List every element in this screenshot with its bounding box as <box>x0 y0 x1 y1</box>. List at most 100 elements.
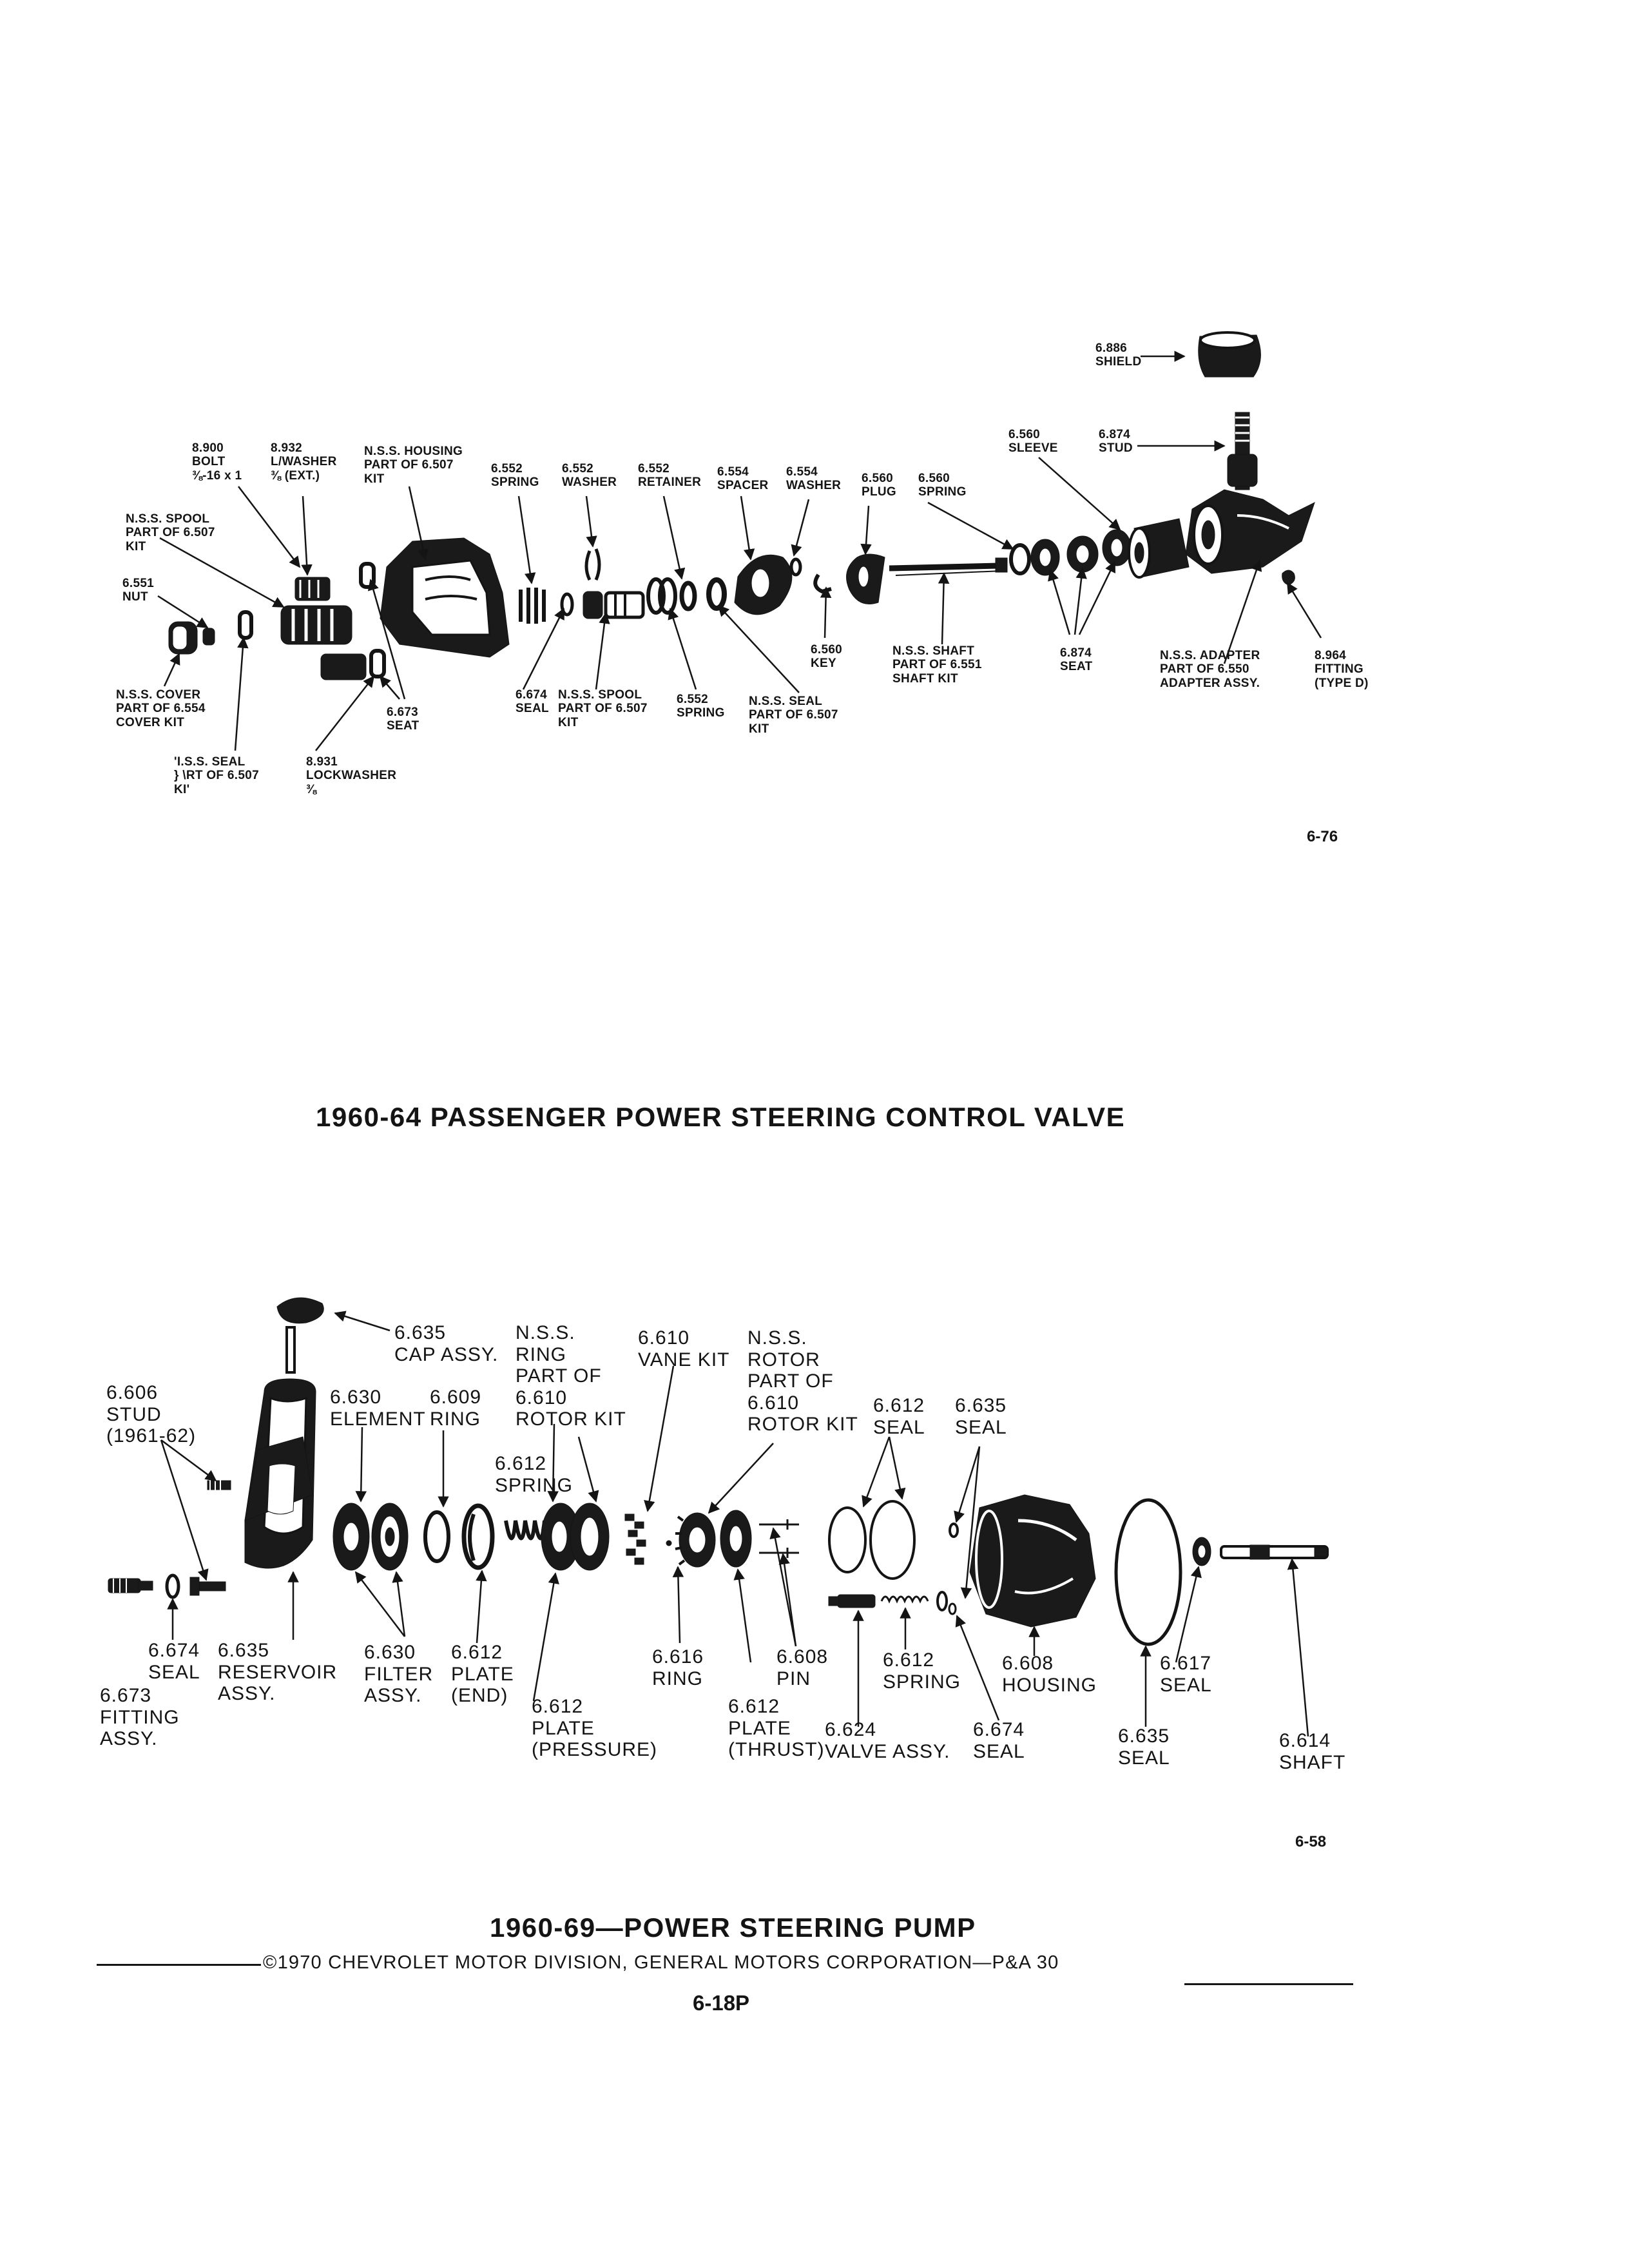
adapter-part <box>1185 489 1315 574</box>
shield-part <box>1198 331 1261 378</box>
pressure-plate-part <box>541 1503 581 1571</box>
label-plug-560: 6.560 PLUG <box>862 472 896 499</box>
label-spring-552: 6.552 SPRING <box>491 462 539 490</box>
label-pin-608: 6.608 PIN <box>776 1646 829 1689</box>
label-cover-nss: N.S.S. COVER PART OF 6.554 COVER KIT <box>116 688 206 729</box>
pump-leaders <box>160 1311 1309 1737</box>
label-seat-673: 6.673 SEAT <box>387 706 419 733</box>
ring-609-part <box>423 1510 450 1563</box>
rotor-ring-part <box>570 1503 610 1571</box>
label-seal-674: 6.674 SEAL <box>516 688 549 716</box>
valve-housing-part <box>380 537 510 658</box>
valve-title: 1960-64 PASSENGER POWER STEERING CONTROL… <box>316 1102 1126 1132</box>
label-spring-560: 6.560 SPRING <box>918 472 967 499</box>
label-housing-608: 6.608 HOUSING <box>1002 1653 1097 1696</box>
pump-parts <box>108 1297 1329 1646</box>
label-fitting-673: 6.673 FITTING ASSY. <box>100 1685 180 1750</box>
fitting-part-pump <box>108 1578 153 1593</box>
page-number: 6-18P <box>693 1991 750 2015</box>
seal-635-large <box>1114 1498 1182 1646</box>
spool-left-part <box>280 605 352 645</box>
label-lockwasher-931: 8.931 LOCKWASHER ⅜ <box>306 755 397 796</box>
label-seal-612: 6.612 SEAL <box>873 1395 925 1438</box>
label-plate-end-612: 6.612 PLATE (END) <box>451 1642 514 1707</box>
plug-part <box>846 553 885 604</box>
thrust-plate-part <box>720 1510 752 1568</box>
rotor-part <box>675 1512 716 1568</box>
sleeve-part <box>1128 518 1190 579</box>
label-reservoir-635: 6.635 RESERVOIR ASSY. <box>218 1640 338 1705</box>
label-housing-nss: N.S.S. HOUSING PART OF 6.507 KIT <box>364 445 463 486</box>
label-vane-610: 6.610 VANE KIT <box>638 1327 730 1370</box>
label-seal-617: 6.617 SEAL <box>1160 1653 1212 1696</box>
label-retainer-552: 6.552 RETAINER <box>638 462 702 490</box>
label-bolt-900: 8.900 BOLT ⅜-16 x 1 <box>192 441 242 483</box>
label-lwasher-932: 8.932 L/WASHER ⅜ (EXT.) <box>271 441 337 483</box>
label-plate-thrust-612: 6.612 PLATE (THRUST) <box>728 1696 825 1761</box>
spool-mid-part <box>583 591 645 619</box>
pin-parts <box>759 1519 799 1558</box>
seat-parts <box>1030 529 1132 576</box>
nut-part <box>168 621 215 655</box>
bolt-part <box>294 577 331 601</box>
vane-part <box>624 1514 646 1565</box>
label-fitting-964: 8.964 FITTING (TYPE D) <box>1315 649 1369 690</box>
label-sleeve-560: 6.560 SLEEVE <box>1008 428 1058 456</box>
label-seal-674b: 6.674 SEAL <box>973 1719 1025 1762</box>
seal-617-part <box>1192 1537 1211 1566</box>
label-spacer-554: 6.554 SPACER <box>717 465 769 493</box>
label-ring-616: 6.616 RING <box>652 1646 704 1689</box>
label-element-630: 6.630 ELEMENT <box>330 1387 426 1430</box>
label-washer-554: 6.554 WASHER <box>786 465 842 493</box>
footer-rule-right <box>1184 1983 1353 1985</box>
valve-parts <box>168 331 1315 680</box>
label-nut-551: 6.551 NUT <box>122 577 155 604</box>
label-spring-612-top: 6.612 SPRING <box>495 1453 574 1496</box>
spacer-part <box>734 554 793 615</box>
filter-parts <box>333 1503 409 1571</box>
label-plate-pressure-612: 6.612 PLATE (PRESSURE) <box>532 1696 658 1761</box>
label-spring-612-bot: 6.612 SPRING <box>883 1649 961 1693</box>
fitting-part <box>1282 570 1295 586</box>
label-washer-552: 6.552 WASHER <box>562 462 617 490</box>
spring-612-part <box>504 1520 546 1541</box>
label-seat-874: 6.874 SEAT <box>1060 646 1093 674</box>
label-seal-635-top: 6.635 SEAL <box>955 1395 1007 1438</box>
label-valve-624: 6.624 VALVE ASSY. <box>825 1719 950 1762</box>
bolt-lower-part <box>320 653 367 680</box>
label-seal-635-bot: 6.635 SEAL <box>1118 1725 1170 1769</box>
label-spool-nss-left: N.S.S. SPOOL PART OF 6.507 KIT <box>126 512 215 553</box>
label-stud-874: 6.874 STUD <box>1099 428 1133 456</box>
stud-parts <box>189 1478 231 1596</box>
shaft-part <box>889 557 1008 576</box>
label-seal-nss-left: 'I.S.S. SEAL } \RT OF 6.507 KI' <box>174 755 259 796</box>
valve-figure-number: 6-76 <box>1307 828 1338 845</box>
valve-leaders <box>157 351 1322 751</box>
key-part <box>813 573 832 594</box>
label-shaft-nss: N.S.S. SHAFT PART OF 6.551 SHAFT KIT <box>892 644 982 686</box>
flow-valve-part <box>828 1591 948 1611</box>
label-adapter-nss: N.S.S. ADAPTER PART OF 6.550 ADAPTER ASS… <box>1160 649 1260 690</box>
label-cap-635: 6.635 CAP ASSY. <box>394 1322 499 1365</box>
label-ring-609: 6.609 RING <box>430 1387 482 1430</box>
pump-housing-part <box>969 1494 1096 1628</box>
spring-part <box>519 588 546 624</box>
washer-clip-part <box>584 548 601 581</box>
reservoir-part <box>244 1378 316 1569</box>
pump-shaft-part <box>1220 1544 1329 1560</box>
pump-figure-number: 6-58 <box>1295 1833 1327 1850</box>
cap-part <box>276 1297 324 1374</box>
footer-rule-left <box>97 1964 261 1966</box>
label-rotor-nss: N.S.S. ROTOR PART OF 6.610 ROTOR KIT <box>747 1327 858 1436</box>
seal-612-inner <box>828 1506 867 1573</box>
label-stud-606: 6.606 STUD (1961-62) <box>106 1382 197 1447</box>
stud-part <box>1227 412 1258 490</box>
label-key-560: 6.560 KEY <box>811 643 843 671</box>
copyright-line: ©1970 CHEVROLET MOTOR DIVISION, GENERAL … <box>263 1952 1059 1973</box>
label-spring-552b: 6.552 SPRING <box>677 693 725 720</box>
label-filter-630: 6.630 FILTER ASSY. <box>364 1642 434 1707</box>
label-seal-674: 6.674 SEAL <box>148 1640 200 1683</box>
label-ring-nss: N.S.S. RING PART OF 6.610 ROTOR KIT <box>516 1322 626 1430</box>
pump-title: 1960-69—POWER STEERING PUMP <box>490 1912 976 1943</box>
